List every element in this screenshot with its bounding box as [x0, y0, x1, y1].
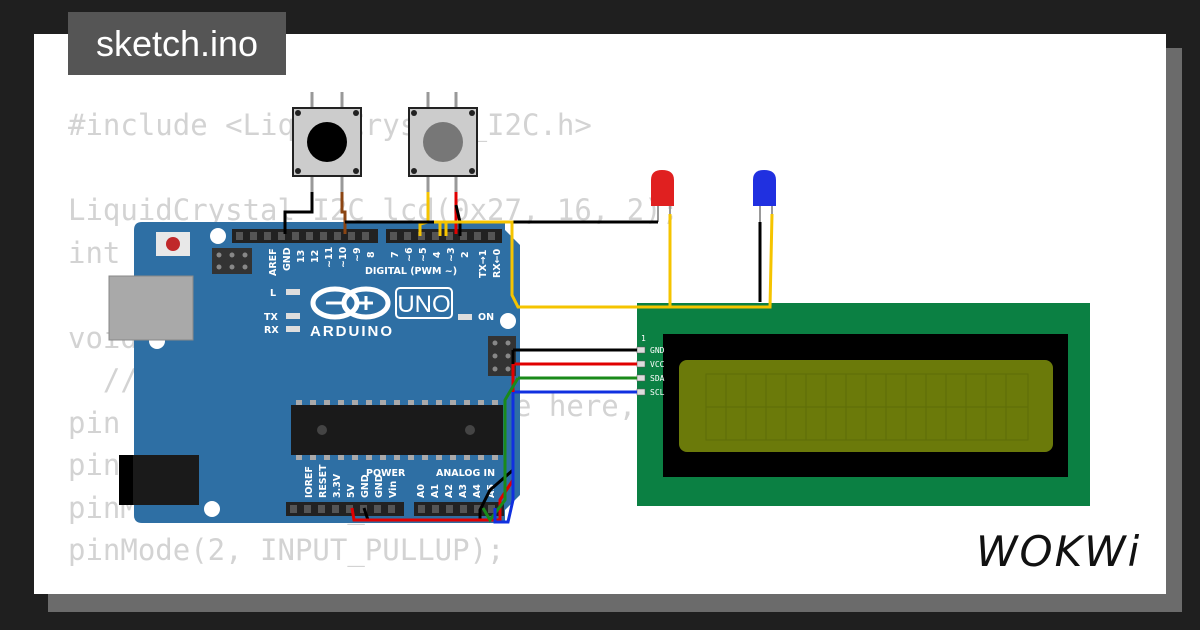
lcd-pin-sda: SDA — [650, 374, 665, 383]
code-line: pin — [68, 448, 121, 482]
pin-label: ~5 — [418, 247, 429, 262]
pin-label: A1 — [430, 484, 441, 498]
wires — [283, 192, 774, 524]
on-label: ON — [478, 312, 494, 323]
pin-label: 4 — [432, 251, 443, 258]
pin-label: IOREF — [304, 466, 315, 498]
pin-label: Vin — [388, 481, 399, 498]
filename-tab[interactable]: sketch.ino — [68, 12, 286, 75]
pin-label: ~6 — [404, 247, 415, 262]
power-header: POWER — [366, 468, 406, 479]
led-label-tx: TX — [264, 312, 278, 323]
pin-label: 8 — [366, 251, 377, 258]
pin-label: GND — [360, 474, 371, 498]
pin-label: GND — [374, 474, 385, 498]
pin-label: AREF — [268, 248, 279, 276]
code-line: pin — [68, 405, 121, 440]
analog-header: ANALOG IN — [436, 468, 495, 479]
code-line: // — [68, 363, 138, 397]
pin-label: 5V — [346, 483, 357, 498]
led-label-l: L — [270, 288, 276, 299]
lcd-display[interactable]: 1 GND VCC SDA SCL — [636, 303, 1090, 506]
pin-label: 7 — [390, 251, 401, 258]
pushbutton-black[interactable] — [292, 92, 362, 192]
lcd-pin-gnd: GND — [650, 346, 665, 355]
digital-header: DIGITAL (PWM ~) — [365, 266, 457, 277]
pin-label: ~11 — [324, 247, 335, 268]
pin-label: 2 — [460, 251, 471, 258]
led-red[interactable] — [651, 170, 674, 222]
pin-label: A5 — [486, 484, 497, 498]
pin-label: ~3 — [446, 247, 457, 262]
pin-label: 12 — [310, 250, 321, 263]
pin-label: A3 — [458, 484, 469, 498]
code-fragment: e here, — [514, 389, 637, 423]
board-label: UNO — [397, 291, 450, 318]
wokwi-logo: WOKWi — [976, 527, 1142, 576]
brand-label: ARDUINO — [310, 323, 394, 340]
arduino-logo-icon — [310, 286, 391, 320]
arduino-board[interactable]: AREF GND 13 12 ~11 ~10 ~9 8 7 ~6 ~5 4 ~3… — [108, 222, 520, 523]
code-line: pinMode(2, INPUT_PULLUP); — [68, 533, 505, 567]
pin-label: A0 — [416, 484, 427, 498]
pin-label: TX→1 — [478, 250, 489, 278]
lcd-pin-vcc: VCC — [650, 360, 665, 369]
pin-label: A4 — [472, 484, 483, 498]
pushbutton-gray[interactable] — [408, 92, 478, 192]
pin-label: 13 — [296, 250, 307, 263]
pin-label: ~9 — [352, 247, 363, 262]
pin-label: RX←0 — [492, 248, 503, 278]
lcd-pin-one: 1 — [641, 334, 646, 343]
pin-label: 3.3V — [332, 473, 343, 498]
code-line: int — [68, 235, 121, 270]
pin-label: ~10 — [338, 246, 349, 268]
pin-label: RESET — [318, 464, 329, 498]
pin-label: GND — [282, 247, 293, 271]
pin-label: A2 — [444, 484, 455, 498]
led-label-rx: RX — [264, 325, 279, 336]
lcd-pin-scl: SCL — [650, 388, 665, 397]
usb-connector — [108, 275, 194, 341]
led-blue[interactable] — [753, 170, 776, 222]
